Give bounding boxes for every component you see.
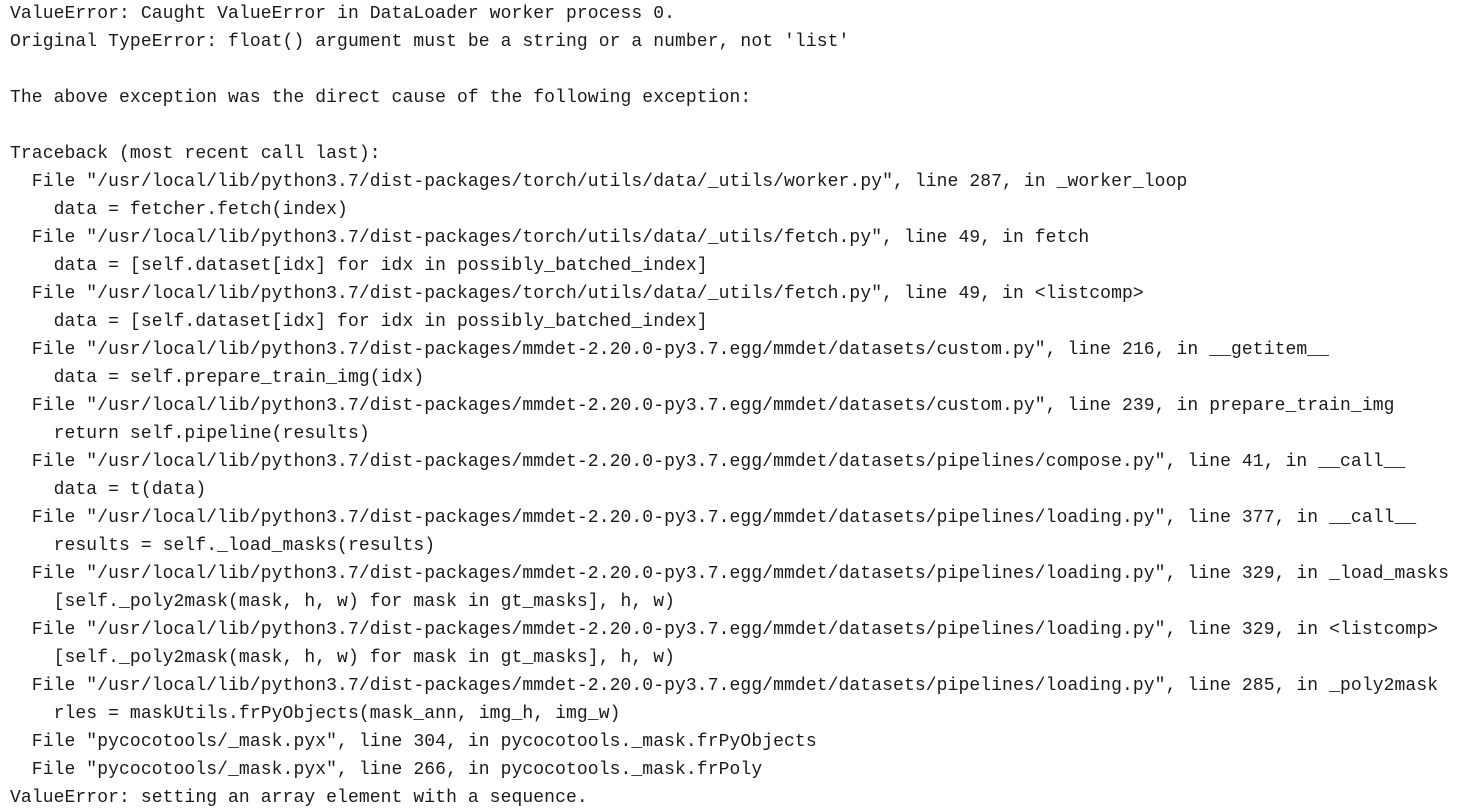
- traceback-line: [10, 112, 1472, 140]
- traceback-line: [self._poly2mask(mask, h, w) for mask in…: [10, 592, 676, 612]
- traceback-line: ValueError: setting an array element wit…: [10, 788, 588, 808]
- traceback-line: File "/usr/local/lib/python3.7/dist-pack…: [10, 564, 1450, 584]
- traceback-line: File "/usr/local/lib/python3.7/dist-pack…: [10, 676, 1439, 696]
- traceback-line: data = self.prepare_train_img(idx): [10, 368, 425, 388]
- traceback-line: File "/usr/local/lib/python3.7/dist-pack…: [10, 172, 1188, 192]
- traceback-line: File "pycocotools/_mask.pyx", line 304, …: [10, 732, 817, 752]
- traceback-line: results = self._load_masks(results): [10, 536, 436, 556]
- traceback-line: ValueError: Caught ValueError in DataLoa…: [10, 4, 676, 24]
- traceback-line: data = [self.dataset[idx] for idx in pos…: [10, 256, 708, 276]
- traceback-line: File "/usr/local/lib/python3.7/dist-pack…: [10, 228, 1090, 248]
- traceback-line: return self.pipeline(results): [10, 424, 370, 444]
- traceback-line: File "/usr/local/lib/python3.7/dist-pack…: [10, 340, 1330, 360]
- traceback-line: data = t(data): [10, 480, 207, 500]
- traceback-line: File "pycocotools/_mask.pyx", line 266, …: [10, 760, 763, 780]
- traceback-line: File "/usr/local/lib/python3.7/dist-pack…: [10, 452, 1406, 472]
- traceback-line: data = fetcher.fetch(index): [10, 200, 348, 220]
- traceback-line: File "/usr/local/lib/python3.7/dist-pack…: [10, 284, 1144, 304]
- traceback-line: File "/usr/local/lib/python3.7/dist-pack…: [10, 620, 1439, 640]
- traceback-line: File "/usr/local/lib/python3.7/dist-pack…: [10, 396, 1395, 416]
- traceback-line: [10, 56, 1472, 84]
- traceback-line: Original TypeError: float() argument mus…: [10, 32, 850, 52]
- traceback-line: The above exception was the direct cause…: [10, 88, 752, 108]
- traceback-line: data = [self.dataset[idx] for idx in pos…: [10, 312, 708, 332]
- traceback-line: [self._poly2mask(mask, h, w) for mask in…: [10, 648, 676, 668]
- traceback-line: Traceback (most recent call last):: [10, 144, 381, 164]
- traceback-line: rles = maskUtils.frPyObjects(mask_ann, i…: [10, 704, 621, 724]
- traceback-line: File "/usr/local/lib/python3.7/dist-pack…: [10, 508, 1417, 528]
